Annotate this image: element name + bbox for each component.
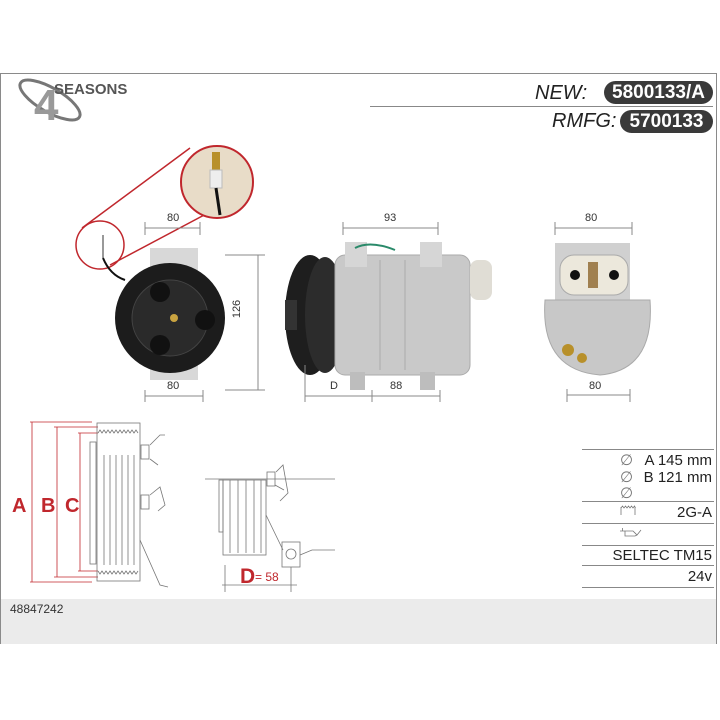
product-views [75, 145, 651, 402]
logo-swoosh-icon: 4 [18, 78, 82, 130]
diagram-d-value: = 58 [255, 570, 279, 584]
footer-band: 48847242 [1, 599, 716, 644]
diagram-label-d: D [240, 565, 256, 588]
spec-divider [582, 501, 714, 502]
spec-model: SELTEC TM15 [612, 547, 712, 564]
spec-divider [582, 545, 714, 546]
spec-divider [582, 587, 714, 588]
pulley-diagram [30, 421, 335, 592]
rear-width-top: 80 [585, 212, 598, 224]
spec-diameter-a: A 145 mm [644, 452, 712, 469]
side-view-photo [285, 242, 492, 390]
diameter-icon: ∅ [620, 452, 634, 469]
oil-can-icon [620, 528, 642, 537]
logo-text: SEASONS [54, 81, 128, 98]
header-divider [370, 106, 713, 107]
front-dimension-lines [144, 222, 265, 402]
front-width-bottom: 80 [167, 380, 180, 392]
side-width-bottom: 88 [390, 380, 403, 392]
side-width-top: 93 [384, 212, 397, 224]
brand-logo: 4 SEASONS [12, 78, 137, 130]
spec-diameter-b: B 121 mm [643, 469, 712, 486]
connector-callout [75, 145, 254, 281]
front-height: 126 [231, 299, 244, 319]
side-dimension-lines [304, 222, 441, 402]
diagram-label-b: B [41, 495, 56, 517]
spec-pulley: 2G-A [676, 504, 712, 521]
rear-view-photo [544, 243, 651, 376]
diameter-icon: ∅ [620, 469, 634, 486]
spec-divider [582, 565, 714, 566]
rmfg-code-badge: 5700133 [620, 110, 713, 133]
diagram-label-a: A [12, 495, 27, 517]
footer-reference: 48847242 [10, 602, 64, 616]
pulley-groove-icon [620, 505, 636, 515]
svg-text:4: 4 [34, 81, 59, 123]
front-width-top: 80 [167, 212, 180, 224]
rmfg-label: RMFG: [552, 110, 617, 132]
rear-dimension-lines [554, 222, 633, 402]
spec-divider [582, 523, 714, 524]
diagram-label-c: C [65, 495, 80, 517]
diameter-icon: ∅ [620, 485, 634, 502]
spec-voltage: 24v [687, 568, 712, 585]
new-code-badge: 5800133/A [604, 81, 713, 104]
side-offset-label: D [330, 380, 338, 392]
spec-divider [582, 449, 714, 450]
new-label: NEW: [535, 82, 588, 104]
front-view-photo [115, 248, 225, 380]
rear-width-bottom: 80 [589, 380, 602, 392]
